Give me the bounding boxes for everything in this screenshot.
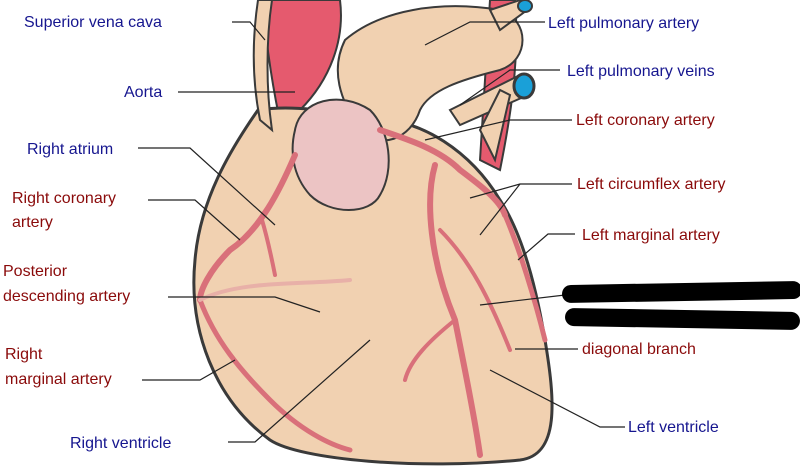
- label-right-atrium: Right atrium: [27, 141, 114, 158]
- left-coronary-artery-path: [377, 127, 508, 218]
- label-left-marginal-artery: Left marginal artery: [582, 227, 720, 244]
- leader-line: [424, 21, 545, 46]
- label-superior-vena-cava: Superior vena cava: [24, 14, 162, 31]
- leader-line: [142, 359, 236, 381]
- label-right-coronary-artery-line1: Right coronary: [12, 190, 117, 207]
- diagonal-branch-path: [438, 228, 512, 352]
- leader-line: [168, 296, 321, 313]
- label-left-ventricle: Left ventricle: [628, 419, 719, 436]
- left-circumflex-path: [502, 212, 548, 343]
- label-right-coronary-artery-line2: artery: [12, 214, 53, 231]
- leader-line: [138, 147, 276, 226]
- leader-line: [489, 369, 625, 428]
- label-left-pulmonary-veins: Left pulmonary veins: [567, 63, 715, 80]
- branch-path: [403, 318, 457, 382]
- label-left-pulmonary-artery: Left pulmonary artery: [548, 15, 700, 32]
- right-atrial-branch: [260, 218, 277, 277]
- leader-line: [479, 183, 521, 236]
- right-coronary-artery-path: [197, 152, 298, 303]
- pulmonary-artery-opening: [517, 0, 533, 13]
- label-aorta: Aorta: [124, 84, 163, 101]
- leader-line: [228, 339, 371, 443]
- label-right-marginal-line1: Right: [5, 346, 43, 363]
- label-right-marginal-line2: marginal artery: [5, 371, 112, 388]
- label-left-coronary-artery: Left coronary artery: [576, 112, 715, 129]
- label-right-ventricle: Right ventricle: [70, 435, 172, 452]
- leader-lines: [138, 21, 625, 443]
- pulmonary-vein-lower: [478, 88, 512, 163]
- leader-line: [424, 119, 572, 141]
- label-posterior-descending-line1: Posterior: [3, 263, 68, 280]
- leader-line: [148, 199, 241, 241]
- leader-line: [232, 21, 266, 41]
- leader-line: [517, 233, 575, 261]
- leader-line: [459, 69, 560, 106]
- leader-line: [479, 294, 566, 306]
- aortic-root: [291, 98, 390, 211]
- label-left-circumflex-artery: Left circumflex artery: [577, 176, 726, 193]
- coronary-arteries: [197, 127, 548, 458]
- pulmonary-vein-opening: [512, 72, 536, 100]
- right-marginal-artery-path: [197, 297, 353, 453]
- label-diagonal-branch: diagonal branch: [582, 341, 696, 358]
- posterior-descending-path: [198, 278, 352, 302]
- label-posterior-descending-line2: descending artery: [3, 288, 131, 305]
